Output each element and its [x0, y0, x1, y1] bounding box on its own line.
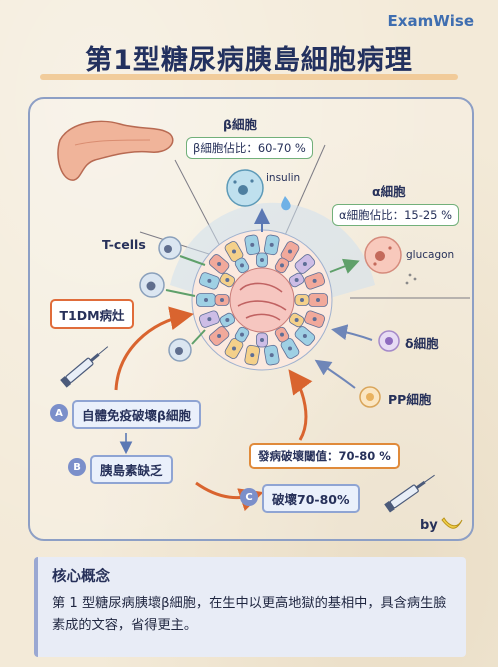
- step-b-box: 胰島素缺乏: [90, 455, 173, 484]
- islet-cell-nucleus: [225, 318, 230, 322]
- islet-cell-nucleus: [294, 278, 299, 282]
- delta-cell-label: δ細胞: [405, 336, 439, 351]
- step-b-badge: B: [68, 458, 86, 476]
- pancreas-icon: [57, 120, 174, 181]
- byline: by: [420, 518, 438, 533]
- islet-cell-nucleus: [280, 263, 284, 268]
- alpha-cell-label: α細胞: [372, 184, 406, 199]
- islet-cell-nucleus: [288, 346, 292, 351]
- t-cell-icon: [158, 236, 182, 260]
- glucagon-label: glucagon: [406, 249, 455, 261]
- islet-cell-nucleus: [312, 278, 317, 283]
- core-concept-card: 核心概念 第 1 型糖尿病胰壞β細胞，在生中以更高地獄的基相中，具含病生臉素成的…: [34, 557, 466, 657]
- islet-cell-nucleus: [302, 262, 307, 267]
- pancreatic-islet: [191, 229, 333, 371]
- islet-cell-nucleus: [240, 332, 244, 337]
- syringe-icon: [384, 474, 435, 513]
- islet-cell-nucleus: [300, 298, 304, 302]
- islet-cell-nucleus: [302, 333, 307, 338]
- core-concept-text: 第 1 型糖尿病胰壞β細胞，在生中以更高地獄的基相中，具含病生臉素成的文容，省得…: [52, 596, 447, 633]
- step-c-badge: C: [240, 488, 258, 506]
- islet-cell-nucleus: [280, 332, 284, 337]
- beta-cell-icon: [226, 169, 264, 207]
- title-highlight: [40, 74, 458, 80]
- islet-cell-nucleus: [232, 249, 236, 254]
- brand-logo: ExamWise: [387, 12, 474, 30]
- delta-cell-icon: [378, 330, 400, 352]
- core-concept-title: 核心概念: [52, 569, 110, 585]
- pp-cell-label: PP細胞: [388, 392, 432, 407]
- islet-cell-nucleus: [225, 278, 230, 282]
- islet-cell-nucleus: [288, 249, 292, 254]
- islet-cell-nucleus: [240, 263, 244, 268]
- islet-cell-nucleus: [260, 338, 264, 342]
- banana-icon: [441, 517, 463, 529]
- islet-cell-nucleus: [207, 278, 212, 283]
- t-cell-icon: [139, 272, 165, 298]
- islet-cell-nucleus: [269, 353, 274, 358]
- alpha-cell-ratio: α細胞佔比：15-25 %: [332, 204, 460, 226]
- t-cells-label: T-cells: [102, 237, 146, 252]
- beta-cell-ratio: β細胞佔比：60-70 %: [186, 137, 313, 159]
- insulin-drop-icon: [281, 196, 291, 211]
- islet-cell-nucleus: [312, 317, 317, 322]
- islet-cell-nucleus: [204, 298, 208, 302]
- islet-cell-nucleus: [217, 333, 222, 338]
- step-a-box: 自體免疫破壞β細胞: [72, 400, 201, 429]
- step-c-box: 破壞70-80%: [262, 484, 360, 513]
- t1dm-lesion-box: T1DM病灶: [50, 299, 134, 329]
- insulin-label: insulin: [266, 172, 301, 184]
- islet-cell-nucleus: [250, 353, 255, 358]
- islet-cell-nucleus: [220, 298, 224, 302]
- beta-cell-label: β細胞: [223, 117, 257, 132]
- t-cell-icon: [168, 338, 192, 362]
- step-a-badge: A: [50, 404, 68, 422]
- pp-cell-icon: [359, 386, 381, 408]
- islet-cell-nucleus: [232, 346, 236, 351]
- page-title: 第1型糖尿病胰島細胞病理: [85, 45, 413, 76]
- islet-cell-nucleus: [217, 262, 222, 267]
- islet-cell-nucleus: [294, 318, 299, 322]
- islet-cell-nucleus: [260, 258, 264, 262]
- alpha-cell-icon: [364, 236, 402, 274]
- islet-cell-nucleus: [207, 317, 212, 322]
- islet-cell-nucleus: [269, 242, 274, 247]
- syringe-icon: [60, 346, 109, 388]
- islet-cell-nucleus: [250, 242, 255, 247]
- onset-threshold-box: 發病破壞閾值：70-80 %: [249, 443, 400, 469]
- islet-cell-nucleus: [316, 298, 320, 302]
